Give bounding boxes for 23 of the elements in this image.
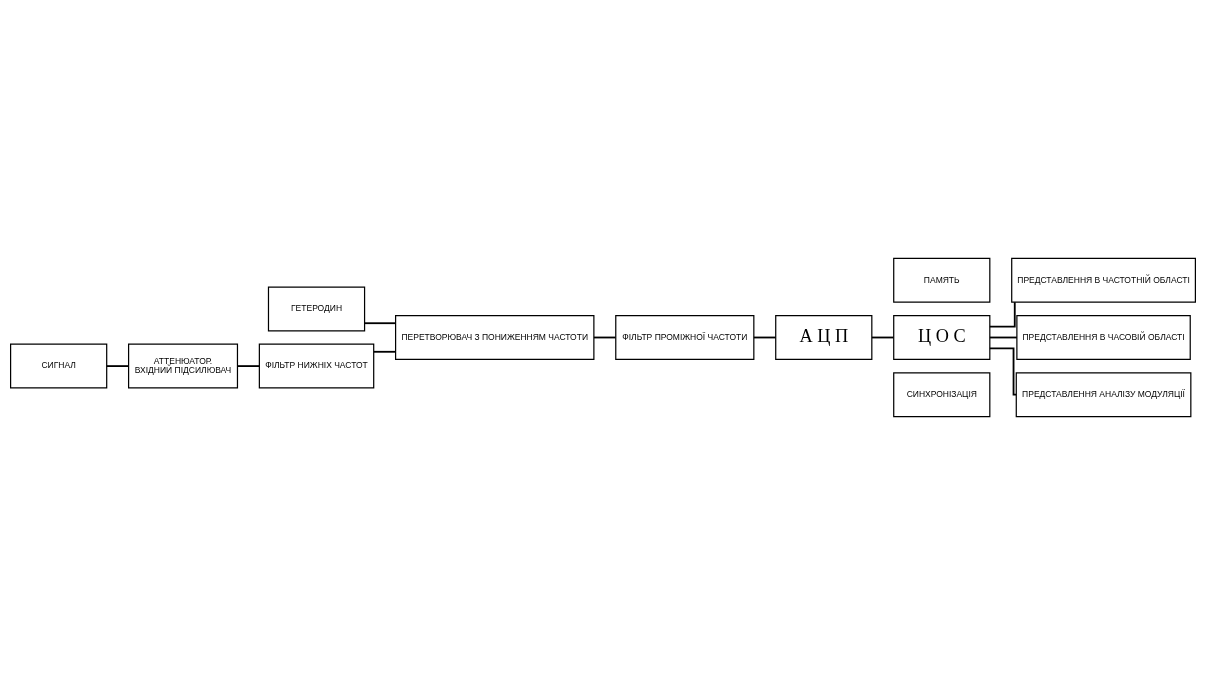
connector (363, 322, 397, 325)
node-box: СИНХРОНІЗАЦІЯ (893, 372, 991, 418)
connector (988, 347, 1018, 396)
connector (373, 350, 397, 353)
node-box: Ц О С (893, 315, 991, 360)
node-box: СИГНАЛ (10, 343, 108, 389)
connector (752, 336, 777, 339)
connector (871, 336, 895, 339)
node-box: ПЕРЕТВОРЮВАЧ З ПОНИЖЕННЯМ ЧАСТОТИ (395, 315, 595, 360)
connector (988, 301, 1016, 328)
node-box: ПАМЯТЬ (893, 257, 991, 303)
connector (988, 336, 1018, 339)
node-box: ПРЕДСТАВЛЕННЯ АНАЛІЗУ МОДУЛЯЦІЇ (1015, 372, 1192, 418)
node-box: АТТЕНЮАТОР. ВХІДНИЙ ПІДСИЛЮВАЧ (128, 343, 239, 389)
connector (593, 336, 617, 339)
node-box: ПРЕДСТАВЛЕННЯ В ЧАСТОТНІЙ ОБЛАСТІ (1011, 257, 1196, 303)
node-box: ГЕТЕРОДИН (267, 286, 366, 332)
node-box: ФІЛЬТР НИЖНІХ ЧАСТОТ (258, 343, 375, 389)
connector (236, 365, 261, 367)
node-box: ПРЕДСТАВЛЕННЯ В ЧАСОВІЙ ОБЛАСТІ (1016, 315, 1191, 360)
node-box: ФІЛЬТР ПРОМІЖНОЇ ЧАСТОТИ (615, 315, 755, 360)
connector (105, 365, 130, 367)
node-box: А Ц П (775, 315, 873, 360)
